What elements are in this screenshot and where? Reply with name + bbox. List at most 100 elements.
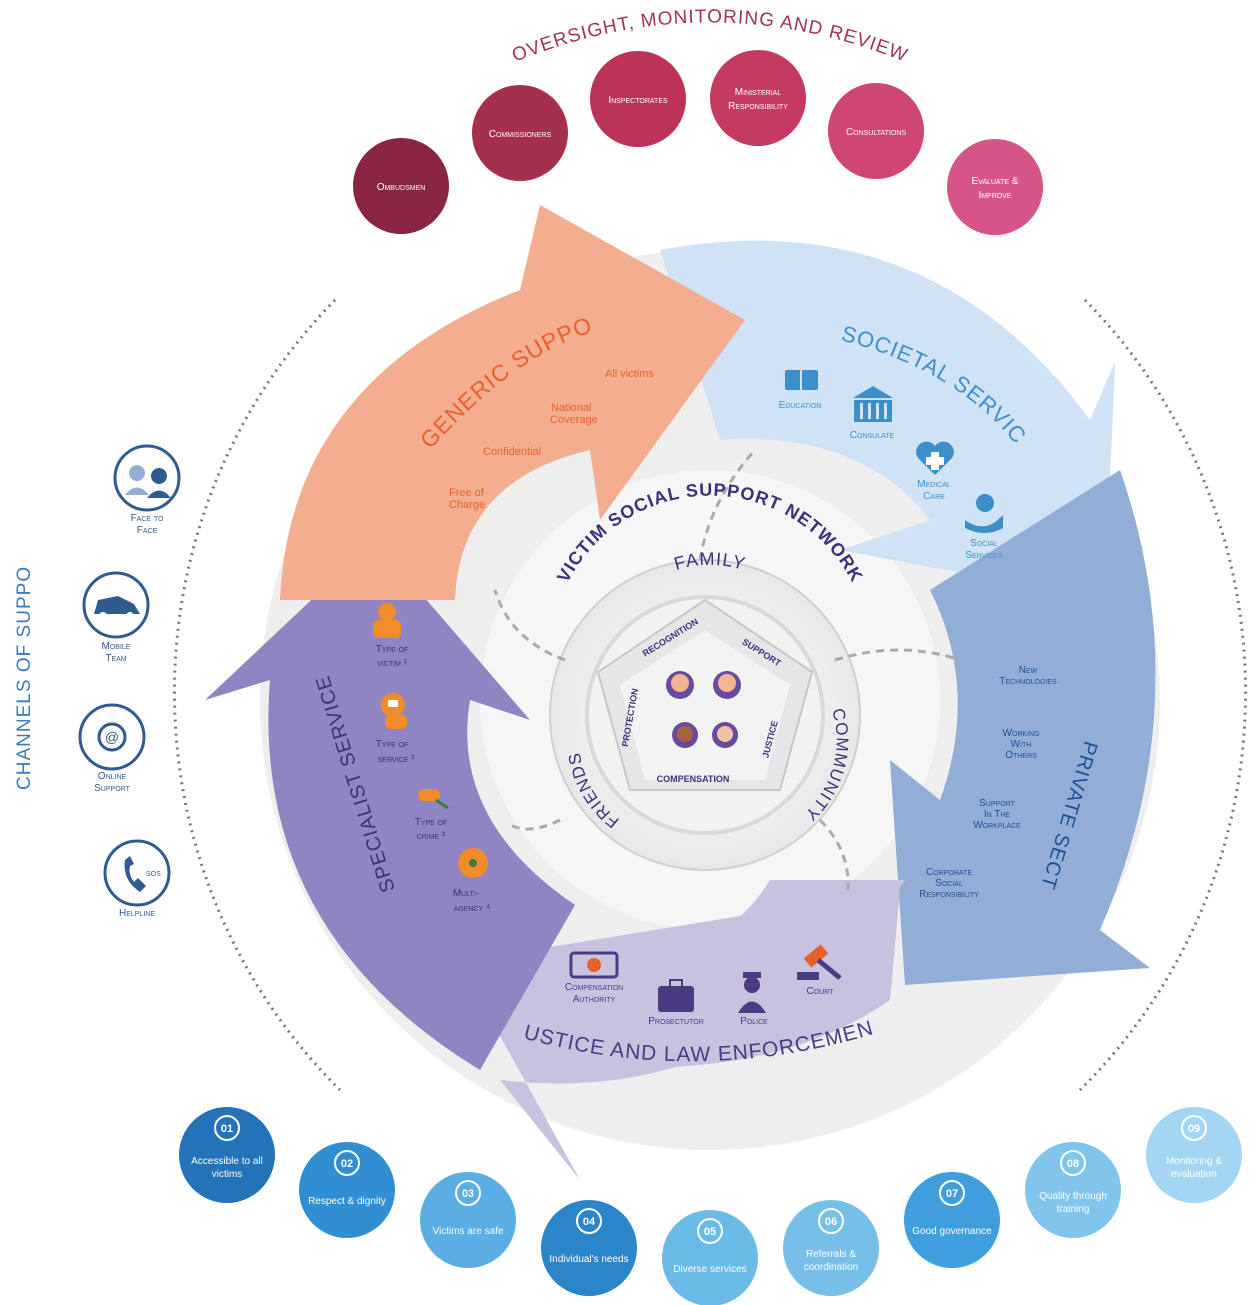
- education-label: Education: [779, 400, 822, 411]
- principle-label: Accessible to all: [191, 1156, 263, 1167]
- principle-number: 03: [462, 1188, 474, 1200]
- principle-number-ring: [818, 1208, 844, 1234]
- multi-agency-label-2: agency ⁴: [454, 903, 491, 914]
- working-label-2: With: [1011, 739, 1032, 750]
- national-label-2: Coverage: [550, 414, 598, 426]
- principle-number-ring: [576, 1208, 602, 1234]
- principle-label: Quality through: [1039, 1191, 1107, 1202]
- svg-text:SOS: SOS: [146, 871, 161, 878]
- crime-icon: [418, 789, 449, 810]
- people-icon: [666, 671, 741, 748]
- principle-number: 01: [221, 1123, 233, 1135]
- principle-label: Individual's needs: [549, 1254, 628, 1265]
- service-type-label-2: service ³: [378, 754, 415, 765]
- channel-mobile-team: [82, 571, 150, 639]
- court-gavel-icon: [797, 944, 842, 980]
- court-label: Court: [807, 986, 835, 997]
- channel-face-to-face: [113, 444, 181, 512]
- free-label-1: Free of: [449, 487, 485, 499]
- oversight-body: Evaluate & Improve: [947, 139, 1043, 235]
- new-tech-label-2: Technologies: [999, 676, 1057, 687]
- principle-number: 06: [825, 1216, 837, 1228]
- oversight-label: Improve: [978, 190, 1011, 201]
- corporate-label-1: Corporate: [926, 867, 972, 878]
- specialist-services-arrow: [205, 540, 575, 1070]
- principle-circle: [1025, 1142, 1121, 1238]
- principle-label: Good governance: [912, 1226, 992, 1237]
- oversight-circle: [828, 83, 924, 179]
- medical-label-2: Care: [923, 491, 945, 502]
- oversight-label: Consultations: [846, 127, 906, 138]
- channel-label: Mobile: [102, 641, 131, 652]
- support-workplace-label-3: Workplace: [973, 820, 1021, 831]
- all-victims-label: All victims: [605, 368, 654, 380]
- principle-number-ring: [1181, 1115, 1207, 1141]
- oversight-label: Evaluate &: [972, 176, 1019, 187]
- compensation-authority-label-1: Compensation: [565, 982, 623, 993]
- multi-agency-label-1: Multi-: [453, 888, 479, 899]
- left-dotted-arc: [172, 298, 342, 1092]
- compensation-authority-label-2: Authority: [573, 994, 616, 1005]
- network-arrows: [493, 448, 961, 891]
- principle-number-ring: [939, 1180, 965, 1206]
- victim-type-label-1: Type of: [376, 644, 409, 655]
- principle-number-ring: [1060, 1150, 1086, 1176]
- oversight-label: Ministerial: [735, 87, 782, 98]
- education-icon: [785, 370, 818, 390]
- oversight-circle: [353, 138, 449, 234]
- svg-text:@: @: [105, 729, 119, 745]
- police-label: Police: [740, 1016, 768, 1027]
- principle-number-ring: [697, 1218, 723, 1244]
- crime-type-label-1: Type of: [415, 817, 448, 828]
- social-services-icon: [965, 494, 1003, 533]
- working-label-1: Working: [1002, 728, 1039, 739]
- victim-icon: [373, 603, 401, 638]
- victim-type-label-2: victim ¹: [377, 658, 407, 669]
- prosecutor-icon: [658, 979, 694, 1012]
- principle-label: victims: [212, 1169, 243, 1180]
- oversight-bodies: OmbudsmenCommissionersInspectoratesMinis…: [353, 50, 1043, 235]
- confidential-label: Confidential: [483, 446, 541, 458]
- oversight-circle: [710, 50, 806, 146]
- principle-circle: [783, 1200, 879, 1296]
- principle-circle: [179, 1107, 275, 1203]
- channel-helpline: SOS: [103, 839, 171, 907]
- principle-circle: [541, 1200, 637, 1296]
- principle-circle: [904, 1172, 1000, 1268]
- oversight-body: Ombudsmen: [353, 138, 449, 234]
- principle-circle: [662, 1210, 758, 1305]
- right-dotted-arc: [1078, 298, 1248, 1092]
- free-label-2: Charge: [449, 499, 485, 511]
- channel-online-support: @: [78, 703, 146, 771]
- prosecutor-label: Prosectutor: [648, 1016, 704, 1027]
- channel-label: Team: [105, 653, 126, 664]
- generic-support-arrow: [280, 205, 745, 600]
- principle-label: Respect & dignity: [308, 1196, 386, 1207]
- principle-circle: [299, 1142, 395, 1238]
- consulate-label: Consulate: [850, 430, 895, 441]
- compensation-label: COMPENSATION: [657, 774, 730, 784]
- oversight-circle: [472, 85, 568, 181]
- rights-pentagon-inner: [620, 630, 790, 780]
- oversight-body: Commissioners: [472, 85, 568, 181]
- principle-number: 09: [1188, 1123, 1200, 1135]
- channel-label: Face to: [131, 513, 164, 524]
- working-label-3: Others: [1005, 750, 1037, 761]
- service-type-label-1: Type of: [376, 739, 409, 750]
- principle-circle: [420, 1172, 516, 1268]
- channels-title: CHANNELS OF SUPPORT: [0, 0, 34, 790]
- oversight-body: Inspectorates: [590, 51, 686, 147]
- principle-number: 05: [704, 1226, 716, 1238]
- principle-label: Diverse services: [673, 1264, 746, 1275]
